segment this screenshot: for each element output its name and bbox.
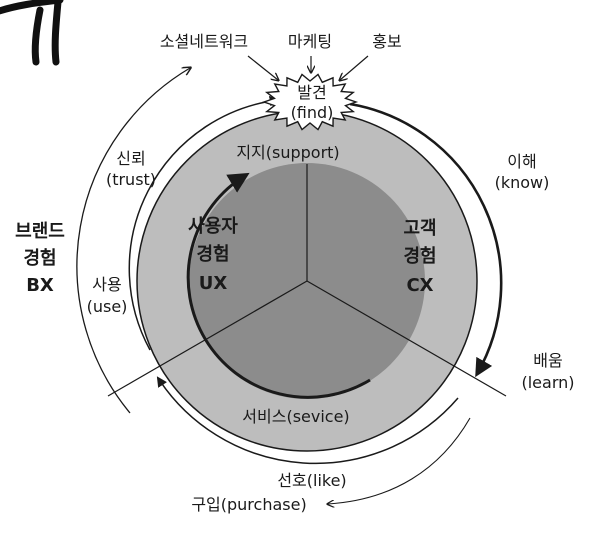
left-flow-arrow [128, 95, 281, 351]
label-purchase: 구입(purchase) [191, 495, 306, 514]
label-trust-en: (trust) [106, 170, 156, 189]
label-cx-line2: 경험 [403, 245, 436, 267]
label-ux-line2: 경험 [196, 243, 229, 265]
label-know-ko: 이해 [507, 152, 536, 171]
divider-right [306, 280, 507, 397]
label-use-en: (use) [87, 297, 128, 316]
label-use-ko: 사용 [92, 275, 121, 294]
promotion-arrow [340, 55, 369, 80]
label-know-en: (know) [495, 173, 550, 192]
label-trust-ko: 신뢰 [116, 149, 145, 168]
brand-experience-arc [76, 68, 190, 414]
handwritten-mark [0, 0, 64, 66]
inner-flow-arrow [186, 172, 371, 399]
label-like: 선호(like) [277, 471, 346, 490]
label-service: 서비스(sevice) [242, 407, 349, 426]
right-flow-arrow [349, 102, 503, 378]
label-learn-en: (learn) [521, 373, 574, 392]
label-marketing: 마케팅 [288, 32, 332, 51]
label-social-network: 소셜네트워크 [160, 32, 248, 51]
label-brand-line2: 경험 [23, 247, 56, 269]
label-cx-line1: 고객 [403, 218, 436, 239]
label-brand-line3: BX [26, 275, 54, 296]
label-ux-line1: 사용자 [188, 216, 238, 237]
divider-left [107, 280, 308, 397]
label-cx-line3: CX [406, 275, 433, 296]
label-find-ko: 발견 [297, 83, 326, 102]
label-support: 지지(support) [236, 143, 339, 162]
bottom-flow-arrow [156, 376, 459, 465]
label-learn-ko: 배움 [533, 351, 562, 370]
purchase-arrow [328, 417, 471, 504]
label-ux-line3: UX [199, 273, 228, 294]
label-promotion: 홍보 [372, 32, 401, 51]
label-find-en: (find) [291, 103, 334, 122]
find-starburst [261, 73, 359, 131]
label-brand-line1: 브랜드 [15, 221, 65, 242]
social-arrow [247, 55, 278, 80]
